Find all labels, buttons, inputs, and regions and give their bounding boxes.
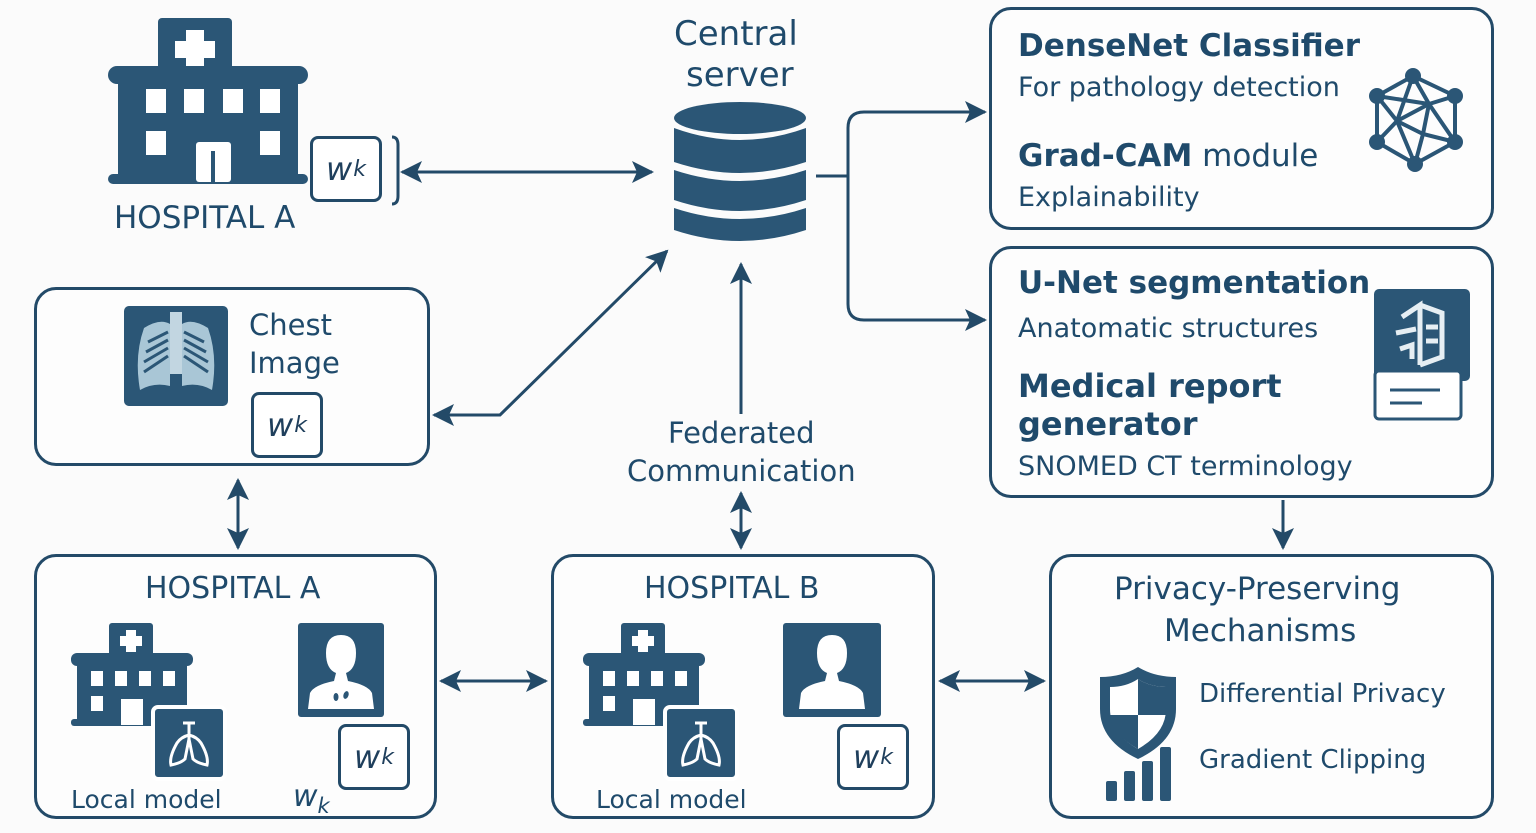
- gradcam-rest: module: [1192, 138, 1319, 174]
- hospital-a-weight-caption: wk: [293, 779, 330, 818]
- lungs-icon: [663, 705, 739, 781]
- report-title-line2: generator: [1018, 405, 1198, 443]
- weight-symbol: w: [354, 738, 381, 776]
- neural-network-icon: [1369, 68, 1463, 172]
- gradcam-bold: Grad-CAM: [1018, 138, 1193, 174]
- hospital-a-local-model: Local model: [71, 785, 222, 814]
- weight-caption-subscript: k: [317, 794, 330, 818]
- privacy-title-line2: Mechanisms: [1164, 613, 1357, 649]
- privacy-box: Privacy-Preserving Mechanisms Differenti…: [1049, 554, 1494, 819]
- unet-title: U-Net segmentation: [1018, 265, 1371, 301]
- weight-symbol: w: [853, 738, 880, 776]
- report-document-icon: [1373, 289, 1470, 421]
- signal-bar: [1124, 771, 1135, 801]
- privacy-title-line1: Privacy-Preserving: [1114, 571, 1401, 607]
- bracket: [391, 135, 400, 206]
- hospital-a-title: HOSPITAL A: [145, 571, 321, 606]
- federated-line2: Communication: [627, 454, 856, 488]
- weight-subscript: k: [294, 412, 307, 438]
- database-icon: [674, 102, 806, 241]
- weight-subscript: k: [381, 744, 394, 770]
- central-server-title-line1: Central: [674, 14, 798, 54]
- unet-subtitle: Anatomatic structures: [1018, 313, 1319, 344]
- signal-bar: [1160, 747, 1171, 801]
- gradcam-subtitle: Explainability: [1018, 182, 1200, 213]
- report-subtitle: SNOMED CT terminology: [1018, 451, 1353, 482]
- arrow-chest-server: [432, 249, 669, 426]
- hospital-b-local-model: Local model: [596, 785, 747, 814]
- densenet-box: DenseNet Classifier For pathology detect…: [989, 7, 1494, 230]
- weight-caption-symbol: w: [293, 779, 318, 814]
- gradcam-title: Grad-CAM module: [1018, 138, 1318, 174]
- unet-box: U-Net segmentation Anatomatic structures…: [989, 246, 1494, 498]
- arrow-to-unet: [846, 176, 987, 331]
- shield-icon: [1100, 667, 1176, 801]
- hospital-building-icon: [583, 623, 705, 726]
- chest-label-line2: Image: [249, 346, 340, 380]
- signal-bar: [1106, 781, 1117, 801]
- densenet-subtitle: For pathology detection: [1018, 72, 1340, 103]
- weight-symbol: w: [326, 150, 353, 188]
- federated-line1: Federated: [668, 416, 815, 450]
- central-server-title-line2: server: [686, 55, 794, 95]
- hospital-building-icon: [108, 18, 308, 184]
- hospital-b-title: HOSPITAL B: [644, 571, 820, 606]
- densenet-title: DenseNet Classifier: [1018, 28, 1360, 64]
- chest-xray-icon: [124, 306, 228, 406]
- arrow-to-densenet: [846, 101, 987, 176]
- patient-avatar-icon: [783, 623, 881, 717]
- weight-subscript: k: [880, 744, 893, 770]
- privacy-item-gradient: Gradient Clipping: [1199, 745, 1427, 775]
- report-title-line1: Medical report: [1018, 367, 1282, 405]
- chest-label-line1: Chest: [249, 308, 332, 342]
- signal-bar: [1142, 761, 1153, 801]
- weight-symbol: w: [267, 406, 294, 444]
- patient-avatar-icon: [298, 623, 384, 717]
- lungs-icon: [151, 705, 227, 781]
- weight-subscript: k: [353, 156, 366, 182]
- privacy-item-differential: Differential Privacy: [1199, 679, 1446, 709]
- top-hospital-label: HOSPITAL A: [114, 200, 296, 236]
